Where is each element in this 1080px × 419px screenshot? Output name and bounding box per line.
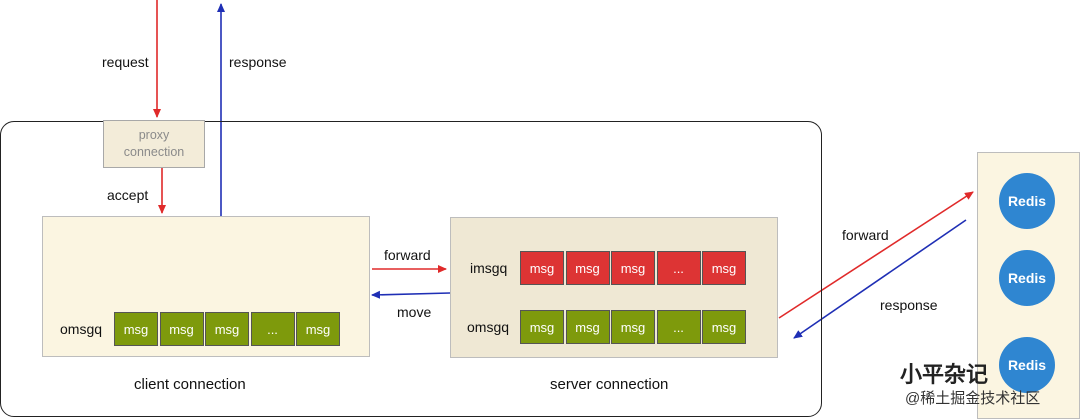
watermark: 小平杂记: [900, 357, 988, 389]
request-label: request: [102, 54, 149, 70]
queue-cell: msg: [702, 251, 746, 285]
client-omsgq-label: omsgq: [60, 321, 103, 337]
server-imsgq-label: imsgq: [470, 260, 508, 276]
forward-mid-label: forward: [384, 247, 431, 263]
server-imsgq-queue: msg msg msg ... msg: [520, 251, 748, 285]
client-caption: client connection: [134, 376, 246, 393]
proxy-connection-box: proxy connection: [103, 120, 205, 168]
server-caption: server connection: [550, 376, 669, 393]
queue-cell: msg: [159, 312, 204, 346]
queue-cell: msg: [702, 310, 746, 344]
accept-label: accept: [107, 187, 149, 203]
queue-cell: msg: [611, 251, 655, 285]
queue-cell: msg: [611, 310, 655, 344]
queue-cell: msg: [296, 312, 340, 346]
queue-cell: msg: [520, 310, 564, 344]
queue-cell: ...: [656, 310, 701, 344]
redis-node: Redis: [999, 250, 1055, 306]
proxy-line2: connection: [123, 145, 185, 159]
proxy-frame: [0, 121, 822, 417]
response-right-arrow: [793, 219, 967, 339]
queue-cell: msg: [565, 310, 610, 344]
queue-cell: ...: [656, 251, 701, 285]
watermark-title: 小平杂记: [900, 362, 989, 387]
queue-cell: msg: [114, 312, 158, 346]
watermark-sub: @稀土掘金技术社区: [905, 390, 1041, 407]
forward-right-label: forward: [842, 227, 889, 243]
forward-right-arrow: [778, 191, 974, 319]
move-arrow: [371, 290, 451, 299]
client-omsgq-queue: msg msg msg ... msg: [114, 312, 342, 346]
response-top-label: response: [229, 54, 287, 70]
redis-node: Redis: [999, 173, 1055, 229]
queue-cell: msg: [565, 251, 610, 285]
server-omsgq-queue: msg msg msg ... msg: [520, 310, 748, 344]
queue-cell: msg: [205, 312, 249, 346]
response-right-label: response: [880, 297, 938, 313]
proxy-line1: proxy: [138, 128, 170, 142]
server-omsgq-label: omsgq: [467, 319, 510, 335]
redis-node: Redis: [999, 337, 1055, 393]
queue-cell: ...: [250, 312, 295, 346]
move-label: move: [397, 304, 432, 320]
queue-cell: msg: [520, 251, 564, 285]
